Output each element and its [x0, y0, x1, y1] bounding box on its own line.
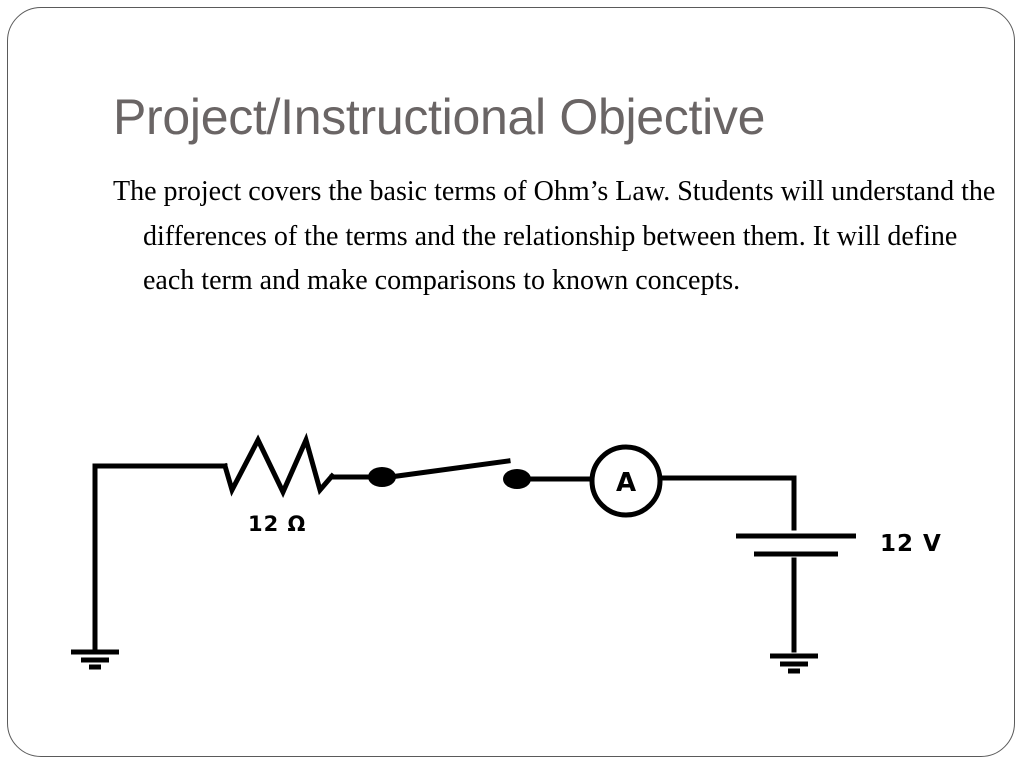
slide-title: Project/Instructional Objective: [113, 89, 766, 145]
switch-lever: [387, 458, 511, 480]
resistor-zigzag: [221, 432, 336, 498]
slide-frame: [7, 7, 1015, 757]
wire-ammeter-battery: [657, 475, 797, 531]
ground-icon-right: [770, 653, 818, 674]
slide-body-text: The project covers the basic terms of Oh…: [113, 176, 996, 296]
ammeter-label: A: [616, 468, 636, 498]
switch-contact-right: [503, 469, 531, 489]
ground-icon-left: [71, 649, 119, 670]
switch-contact-left: [368, 467, 396, 487]
battery-label: 12 V: [880, 531, 942, 557]
ammeter-circle: [589, 444, 663, 518]
resistor-label: 12 Ω: [248, 512, 306, 536]
